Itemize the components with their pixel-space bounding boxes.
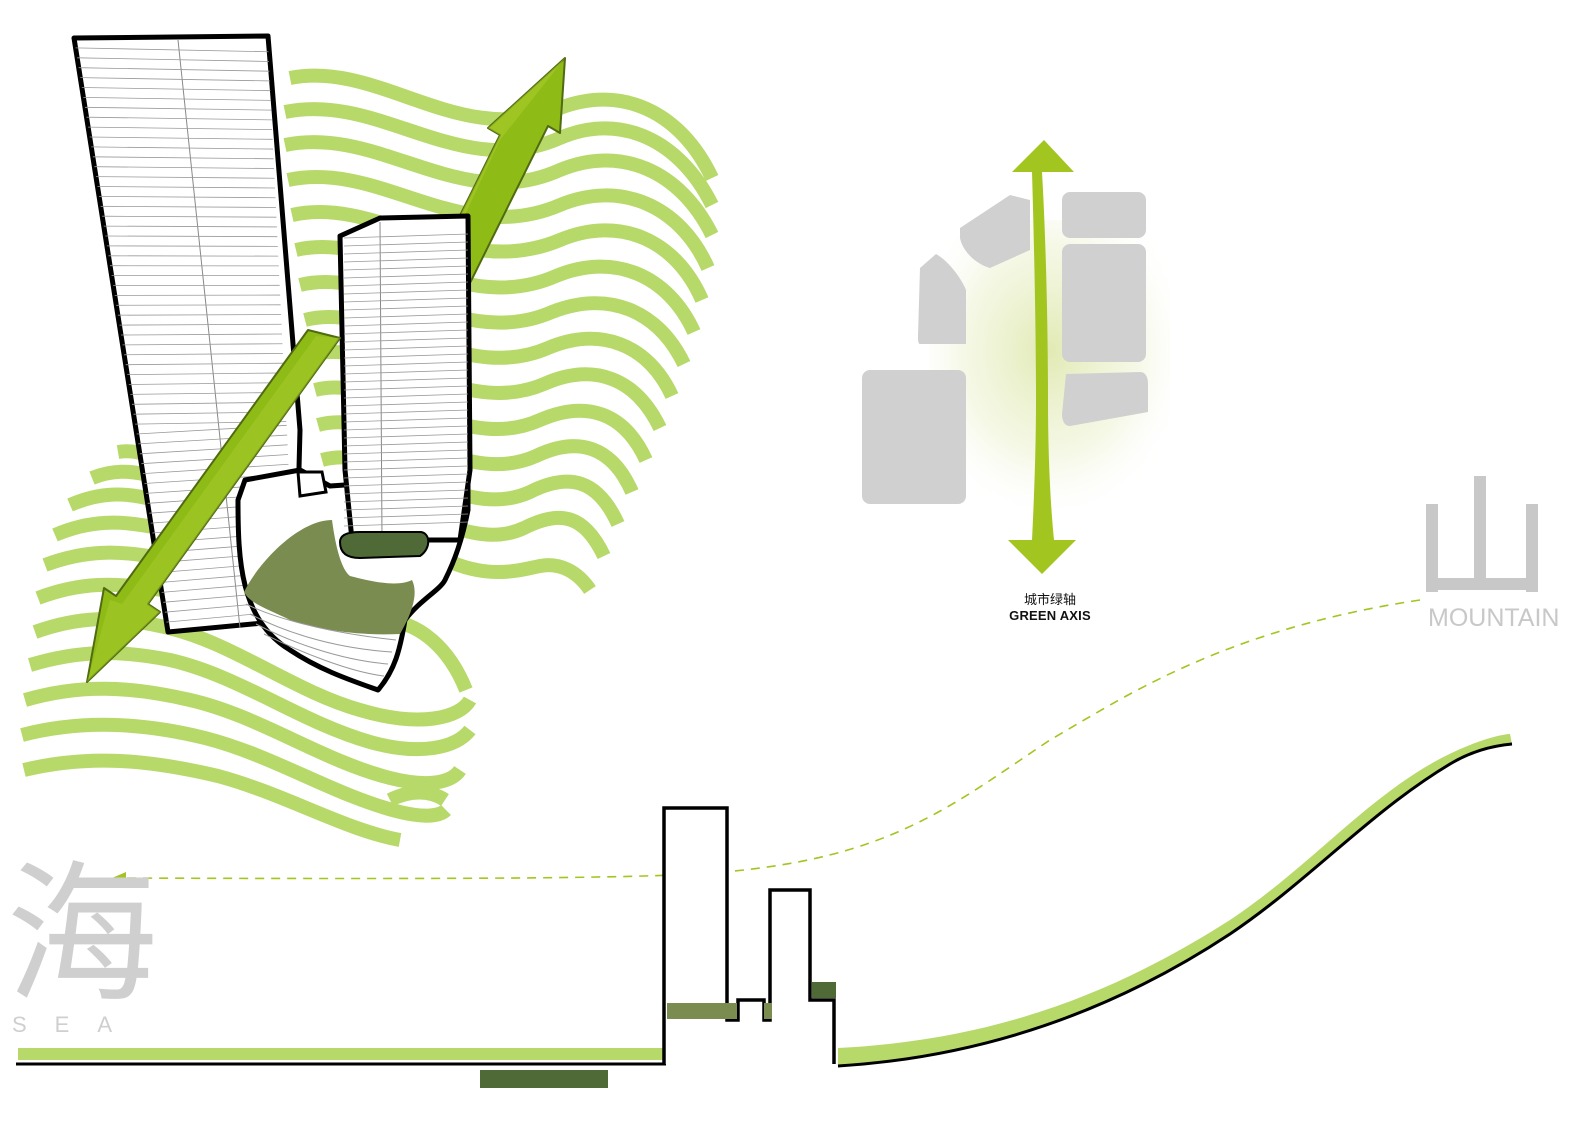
- mountain-glyph-icon: [1426, 476, 1538, 592]
- section-profile: [16, 734, 1513, 1088]
- green-axis-label-en: GREEN AXIS: [1009, 608, 1091, 623]
- sightline-arrowhead-icon: [112, 872, 126, 884]
- dashed-sightline: [119, 599, 1421, 880]
- green-axis-plan: [862, 140, 1170, 574]
- podium-and-short-tower: [235, 213, 473, 693]
- sea-label: SEA: [12, 1012, 141, 1037]
- mountain-label: MOUNTAIN: [1428, 604, 1560, 632]
- sea-glyph: 海: [6, 847, 158, 1024]
- green-axis-label-cn: 城市绿轴: [1023, 593, 1076, 608]
- view-arrow-southwest: [86, 329, 341, 683]
